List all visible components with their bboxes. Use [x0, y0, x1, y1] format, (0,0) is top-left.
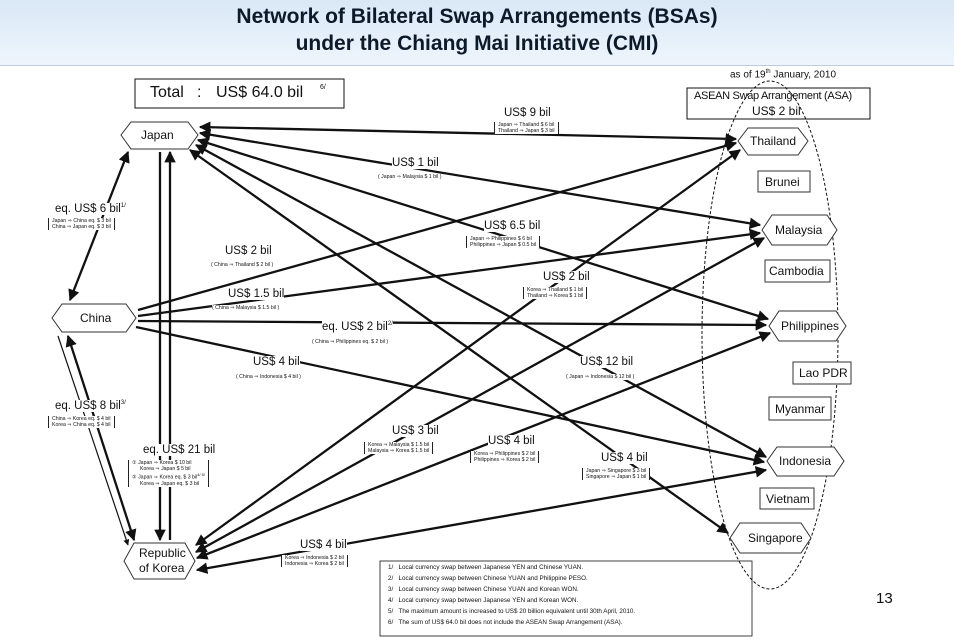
arrow-china-indonesia: [135, 325, 766, 466]
swap-china-thailand-detail: ( China ⇒ Thailand $ 2 bil ): [211, 262, 274, 268]
node-malaysia: Malaysia: [775, 223, 823, 237]
arrow-china-korea-thin: [57, 335, 130, 546]
total-separator: :: [197, 84, 202, 101]
node-laopdr-shape: [792, 361, 852, 385]
swap-japan-thailand-amount: US$ 9 bil: [504, 107, 551, 119]
page-number: 13: [876, 590, 893, 607]
node-korea-line1: Republic: [139, 546, 186, 560]
node-korea-shape: [123, 542, 196, 580]
asa-box: [686, 87, 871, 120]
node-myanmar: Myanmar: [775, 402, 826, 416]
note-5: 5/ The maximum amount is increased to US…: [388, 608, 636, 615]
node-philippines: Philippines: [781, 319, 840, 333]
swap-china-indonesia-detail: ( China ⇒ Indonesia $ 4 bil ): [236, 374, 301, 380]
swap-china-thailand-amount: US$ 2 bil: [225, 245, 272, 257]
swap-korea-malaysia-amount: US$ 3 bil: [392, 425, 439, 437]
node-philippines-shape: [768, 310, 847, 342]
title-line-2: under the Chiang Mai Initiative (CMI): [295, 32, 659, 55]
note-1: 1/ Local currency swap between Japanese …: [388, 564, 584, 571]
total-label: Total: [150, 84, 184, 101]
swap-china-malaysia-detail: ( China ⇒ Malaysia $ 1.5 bil ): [212, 305, 280, 311]
total-value: US$ 64.0 bil: [216, 84, 304, 101]
swap-korea-philippines-amount: US$ 4 bil: [488, 435, 535, 447]
swap-china-philippines-amount: eq. US$ 2 bil2/: [322, 321, 393, 333]
swap-japan-philippines-amount: US$ 6.5 bil: [484, 220, 541, 232]
note-6: 6/ The sum of US$ 64.0 bil does not incl…: [388, 619, 623, 626]
arrow-korea-indonesia: [195, 466, 768, 574]
swap-china-malaysia-amount: US$ 1.5 bil: [228, 288, 285, 300]
node-thailand: Thailand: [750, 134, 797, 148]
arrow-china-thailand: [137, 140, 738, 312]
note-2: 2/ Local currency swap between Chinese Y…: [388, 575, 588, 582]
arrow-japan-malaysia: [198, 129, 762, 229]
node-japan: Japan: [141, 128, 174, 142]
total-footnote-mark: 6/: [320, 84, 326, 91]
arrow-china-malaysia: [137, 228, 762, 318]
swap-japan-malaysia-detail: ( Japan ⇒ Malaysia $ 1 bil ): [378, 174, 442, 180]
as-of-date: as of 19th January, 2010: [730, 69, 837, 81]
title-bar: Network of Bilateral Swap Arrangements (…: [0, 0, 954, 66]
swap-japan-singapore-amount: US$ 4 bil: [601, 452, 648, 464]
note-4: 4/ Local currency swap between Japanese …: [388, 597, 579, 604]
asa-value: US$ 2 bil: [752, 104, 801, 118]
swap-china-korea-amount: eq. US$ 8 bil3/: [55, 400, 126, 412]
swap-japan-indonesia-detail: ( Japan ⇒ Indonesia $ 12 bil ): [566, 374, 635, 380]
node-vietnam: Vietnam: [766, 492, 810, 506]
total-box: [134, 78, 345, 109]
node-laopdr: Lao PDR: [799, 366, 848, 380]
swap-korea-indonesia-amount: US$ 4 bil: [300, 539, 347, 551]
node-indonesia: Indonesia: [779, 454, 832, 468]
arrow-japan-thailand: [198, 121, 738, 145]
arrow-china-korea: [65, 334, 137, 542]
node-cambodia: Cambodia: [769, 264, 824, 278]
asa-title: ASEAN Swap Arrangement (ASA): [694, 90, 852, 102]
arrow-china-philippines: [137, 319, 768, 331]
node-japan-shape: [120, 121, 199, 150]
arrow-korea-thailand: [195, 149, 741, 546]
title-line-1: Network of Bilateral Swap Arrangements (…: [236, 5, 718, 28]
note-3: 3/ Local currency swap between Chinese Y…: [388, 586, 579, 593]
node-singapore: Singapore: [748, 531, 803, 545]
arrow-korea-malaysia: [194, 236, 766, 554]
swap-japan-korea-amount: eq. US$ 21 bil: [143, 444, 216, 456]
swap-korea-thailand-amount: US$ 2 bil: [543, 271, 590, 283]
swap-china-indonesia-amount: US$ 4 bil: [253, 356, 300, 368]
swap-china-philippines-detail: ( China ⇒ Philippines eq. $ 2 bil ): [312, 339, 389, 345]
swap-japan-indonesia-amount: US$ 12 bil: [580, 356, 634, 368]
swap-japan-china-amount: eq. US$ 6 bil1/: [55, 203, 126, 215]
node-china-shape: [51, 303, 137, 333]
node-china: China: [80, 311, 112, 325]
swap-japan-malaysia-amount: US$ 1 bil: [392, 157, 439, 169]
node-brunei: Brunei: [765, 175, 800, 189]
node-korea-line2: of Korea: [139, 561, 185, 575]
